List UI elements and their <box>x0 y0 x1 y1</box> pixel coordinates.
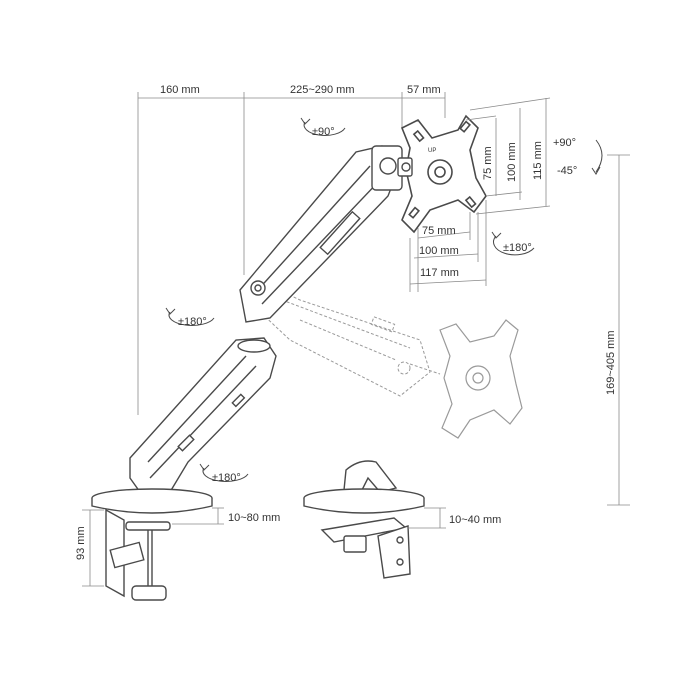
tilt-arrow-icon <box>595 139 603 173</box>
dim-vesa-h-75: 75 mm <box>422 225 456 237</box>
tilt-down-label: -45° <box>557 165 577 177</box>
dim-grommet-desk: 10~40 mm <box>449 514 501 526</box>
rotation-badge-head: ±90° <box>300 117 346 138</box>
rotation-badge-plate: ±180° <box>491 231 535 256</box>
grommet-base <box>303 460 425 579</box>
dim-vesa-h-117: 117 mm <box>420 267 459 279</box>
dim-vesa-h-100: 100 mm <box>419 245 459 257</box>
vesa-plate-main <box>400 114 487 234</box>
dim-vesa-v-75: 75 mm <box>482 146 494 180</box>
rotate-plate-label: ±180° <box>503 242 532 254</box>
height-dimension-line <box>607 154 630 506</box>
dim-clamp-desk: 10~80 mm <box>228 512 280 524</box>
rotation-badge-base: ±180° <box>199 463 249 484</box>
upper-arm <box>239 145 399 323</box>
swivel-head-label: ±90° <box>312 126 335 138</box>
head-joint <box>371 145 413 191</box>
elbow-rotation-label: ±180° <box>178 316 207 328</box>
clamp-base <box>91 488 213 601</box>
grommet-dimension-lines <box>408 507 446 529</box>
dim-clamp-height: 93 mm <box>75 526 87 560</box>
clamp-dimension-lines <box>82 507 224 587</box>
dim-vesa-v-100: 100 mm <box>506 142 518 182</box>
dim-57: 57 mm <box>407 84 441 96</box>
base-rotation-label: ±180° <box>212 472 241 484</box>
vesa-dimension-lines <box>409 97 551 292</box>
top-dimension-lines <box>137 92 446 415</box>
rotation-badge-elbow: ±180° <box>165 307 215 328</box>
dim-height: 169~405 mm <box>605 330 617 395</box>
ghost-vesa-plate <box>439 319 523 439</box>
dim-vesa-v-115: 115 mm <box>532 141 544 180</box>
dim-225-290: 225~290 mm <box>290 84 355 96</box>
plate-up-label: UP <box>428 148 436 154</box>
dim-160: 160 mm <box>160 84 200 96</box>
lower-arm <box>129 337 277 493</box>
tilt-up-label: +90° <box>553 137 576 149</box>
